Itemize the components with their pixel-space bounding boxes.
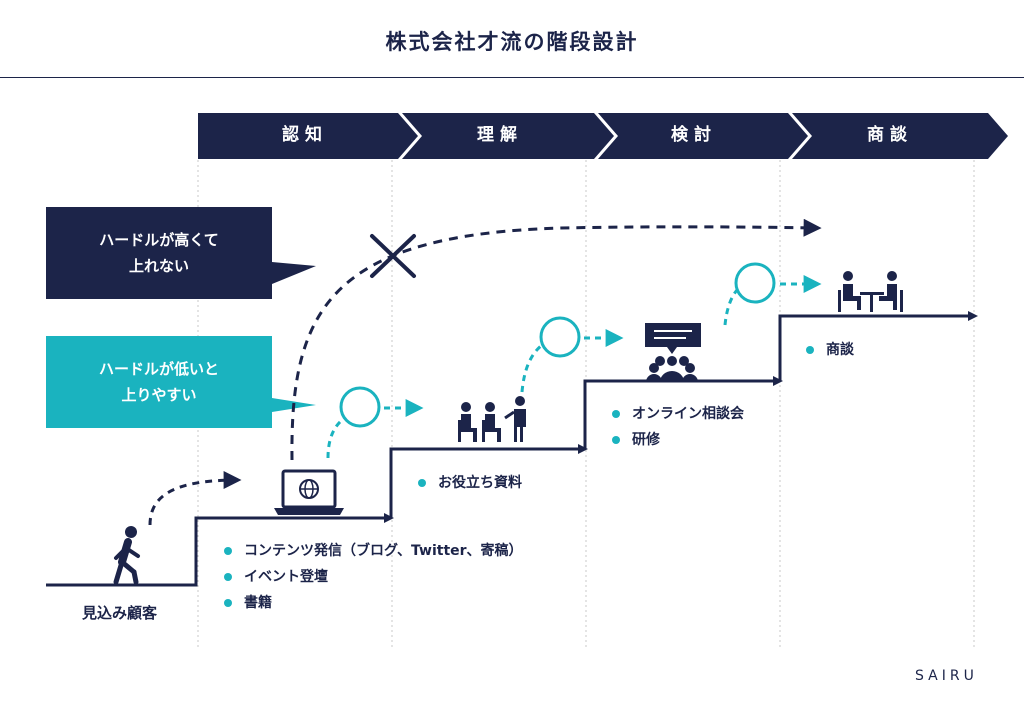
callout-low-line2: 上りやすい: [121, 386, 197, 404]
stage-chevron-shoudan: [792, 113, 1008, 159]
list-item-label: イベント登壇: [244, 569, 328, 585]
stage-label-rikai: 理解: [477, 125, 523, 145]
list-item: 研修: [612, 427, 744, 453]
consultation-group-icon: [645, 323, 701, 382]
teal-step-hurdles: [326, 262, 822, 459]
hurdle-circle: [539, 316, 581, 358]
teal-dashed-connector: [520, 343, 543, 393]
laptop-globe-icon: [274, 469, 344, 515]
meeting-table-icon: [838, 271, 903, 312]
callout-high-box: [46, 207, 316, 299]
seminar-icon: [458, 396, 526, 442]
stage-chevron-kentou: [598, 113, 808, 159]
list-item: お役立ち資料: [418, 470, 522, 496]
list-item-label: 書籍: [244, 595, 272, 611]
stage-label-ninchi: 認知: [282, 125, 328, 145]
dashed-arrow-start: [148, 471, 242, 526]
stage-chevron-rikai: [402, 113, 614, 159]
callout-high-line2: 上れない: [128, 257, 189, 275]
staircase-line: [389, 447, 578, 518]
step-arrow: [968, 311, 978, 321]
list-item-label: 商談: [826, 342, 854, 358]
title-divider: [0, 77, 1024, 78]
teal-dashed-connector: [723, 285, 742, 326]
list-item: 商談: [806, 337, 854, 363]
list-item: 書籍: [224, 590, 523, 616]
bullet-dot: [612, 410, 620, 418]
staircase-line: [583, 379, 773, 449]
list-item-label: コンテンツ発信（ブログ、Twitter、寄稿）: [244, 543, 523, 559]
list-item: イベント登壇: [224, 564, 523, 590]
page-title: 株式会社才流の階段設計: [385, 30, 639, 54]
hurdle-circle: [734, 262, 776, 304]
bullet-dot: [806, 346, 814, 354]
staircase-line: [46, 516, 384, 587]
list-item: コンテンツ発信（ブログ、Twitter、寄稿）: [224, 538, 523, 564]
shoudan-activities: 商談: [806, 337, 854, 363]
list-item-label: 研修: [632, 432, 660, 448]
bullet-dot: [612, 436, 620, 444]
bullet-dot: [224, 547, 232, 555]
list-item: オンライン相談会: [612, 401, 744, 427]
walking-person-icon: [113, 526, 140, 585]
brand-logo: SAIRU: [915, 668, 978, 684]
step-arrow: [578, 444, 588, 454]
callout-low-line1: ハードルが低いと: [98, 360, 219, 378]
callout-low-text: ハードルが低いと 上りやすい: [46, 356, 272, 408]
list-item-label: お役立ち資料: [438, 475, 522, 491]
stage-chevron-ninchi: [198, 113, 418, 159]
staircase-line: [778, 314, 968, 381]
callout-low-box: [46, 336, 316, 428]
callout-high-line1: ハードルが高くて: [99, 231, 219, 249]
step-arrow: [384, 513, 394, 523]
blocked-x-icon: [370, 234, 416, 278]
stage-label-kentou: 検討: [671, 125, 717, 145]
teal-dashed-connector: [326, 418, 344, 459]
stage-label-shoudan: 商談: [867, 125, 913, 145]
dashed-arrow-hard-path: [290, 218, 822, 461]
start-label: 見込み顧客: [82, 604, 158, 622]
ninchi-activities: コンテンツ発信（ブログ、Twitter、寄稿） イベント登壇 書籍: [224, 538, 523, 616]
step-arrow: [773, 376, 783, 386]
kentou-activities: オンライン相談会 研修: [612, 401, 744, 453]
stage-bar: [198, 113, 1008, 159]
bullet-dot: [224, 599, 232, 607]
hurdle-circle: [339, 386, 381, 428]
bullet-dot: [224, 573, 232, 581]
rikai-activities: お役立ち資料: [418, 470, 522, 496]
bullet-dot: [418, 479, 426, 487]
callout-high-text: ハードルが高くて 上れない: [46, 227, 272, 279]
list-item-label: オンライン相談会: [632, 406, 744, 422]
